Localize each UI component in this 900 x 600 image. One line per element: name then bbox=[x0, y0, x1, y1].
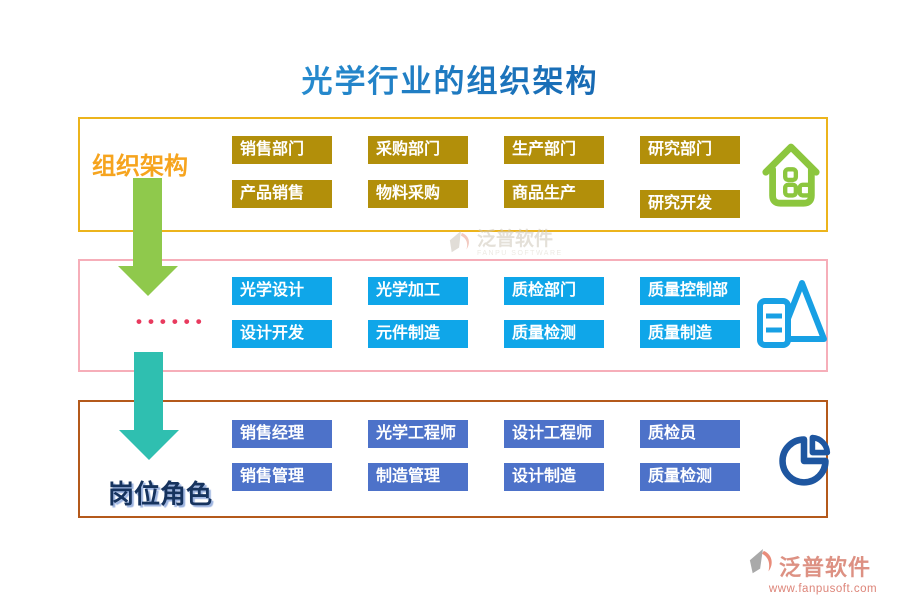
role-button: 销售管理 bbox=[232, 463, 332, 491]
dept-button: 销售部门 bbox=[232, 136, 332, 164]
footer-logo-icon bbox=[748, 548, 776, 583]
section-roles-box: 销售经理 光学工程师 设计工程师 质检员 销售管理 制造管理 设计制造 质量检测 bbox=[78, 400, 831, 518]
teal-arrow-head bbox=[119, 430, 179, 460]
teal-arrow-shaft bbox=[134, 352, 163, 432]
dept-button: 商品生产 bbox=[504, 180, 604, 208]
module-button: 质检部门 bbox=[504, 277, 604, 305]
roles-label: 岗位角色 bbox=[108, 479, 213, 509]
module-button: 质量控制部 bbox=[640, 277, 740, 305]
dept-button: 生产部门 bbox=[504, 136, 604, 164]
organization-label: 组织架构 bbox=[92, 153, 188, 180]
house-icon bbox=[760, 137, 822, 224]
roles-buttons: 销售经理 光学工程师 设计工程师 质检员 销售管理 制造管理 设计制造 质量检测 bbox=[232, 420, 740, 491]
module-button: 质量制造 bbox=[640, 320, 740, 348]
role-button: 设计工程师 bbox=[504, 420, 604, 448]
pyramid-list-icon bbox=[756, 273, 828, 360]
footer-url: www.fanpusoft.com bbox=[768, 583, 878, 595]
watermark: 泛普软件 FANPU SOFTWARE bbox=[448, 230, 563, 261]
dept-button: 产品销售 bbox=[232, 180, 332, 208]
dept-button: 研究开发 bbox=[640, 190, 740, 218]
green-arrow-shaft bbox=[133, 178, 162, 268]
footer-logo: 泛普软件 www.fanpusoft.com bbox=[748, 548, 898, 595]
section-organization-box: 销售部门 采购部门 生产部门 研究部门 产品销售 物料采购 商品生产 研究开发 bbox=[78, 117, 828, 232]
module-button: 元件制造 bbox=[368, 320, 468, 348]
organization-buttons: 销售部门 采购部门 生产部门 研究部门 产品销售 物料采购 商品生产 研究开发 bbox=[232, 136, 740, 218]
page-title: 光学行业的组织架构 bbox=[0, 56, 900, 101]
dept-button: 研究部门 bbox=[640, 136, 740, 164]
modules-buttons: 光学设计 光学加工 质检部门 质量控制部 设计开发 元件制造 质量检测 质量制造 bbox=[232, 277, 740, 348]
role-button: 设计制造 bbox=[504, 463, 604, 491]
watermark-subtext: FANPU SOFTWARE bbox=[477, 250, 563, 257]
module-button: 光学设计 bbox=[232, 277, 332, 305]
green-arrow-head bbox=[118, 266, 178, 296]
pie-chart-icon bbox=[776, 428, 832, 497]
module-button: 质量检测 bbox=[504, 320, 604, 348]
ellipsis-dots: •••••• bbox=[136, 312, 208, 331]
watermark-logo-icon bbox=[448, 230, 472, 261]
module-button: 光学加工 bbox=[368, 277, 468, 305]
role-button: 质量检测 bbox=[640, 463, 740, 491]
role-button: 光学工程师 bbox=[368, 420, 468, 448]
footer-brand-name: 泛普软件 bbox=[779, 554, 872, 580]
dept-button: 采购部门 bbox=[368, 136, 468, 164]
dept-button: 物料采购 bbox=[368, 180, 468, 208]
role-button: 制造管理 bbox=[368, 463, 468, 491]
module-button: 设计开发 bbox=[232, 320, 332, 348]
watermark-name: 泛普软件 bbox=[477, 229, 554, 250]
role-button: 销售经理 bbox=[232, 420, 332, 448]
section-modules-box: 光学设计 光学加工 质检部门 质量控制部 设计开发 元件制造 质量检测 质量制造 bbox=[78, 259, 828, 372]
role-button: 质检员 bbox=[640, 420, 740, 448]
